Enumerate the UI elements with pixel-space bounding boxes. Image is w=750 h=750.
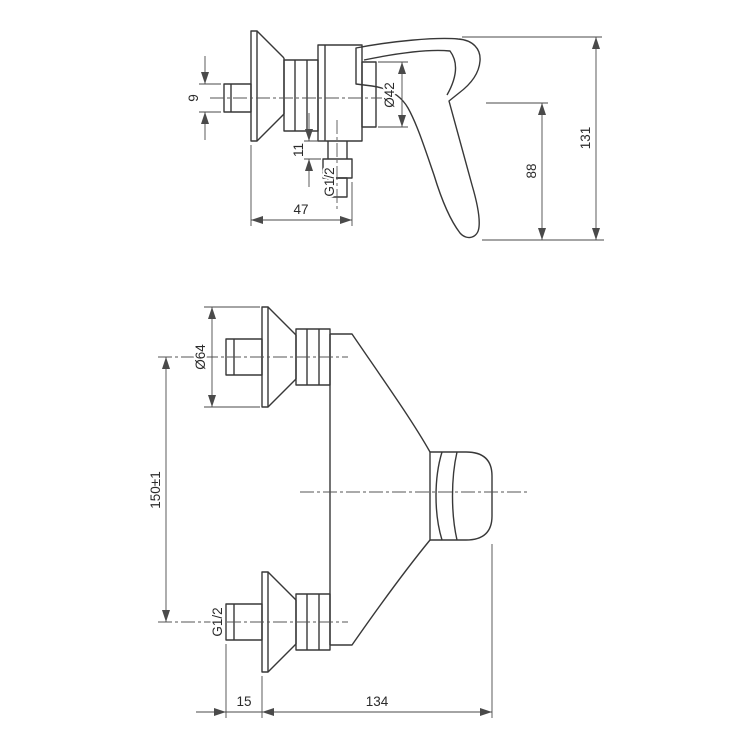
front-dimensions: Ø64 150±1 G1/2 15 134: [146, 306, 493, 718]
valve-body: [317, 44, 377, 142]
dim-nipple-offset-label: 15: [236, 694, 251, 709]
side-view: 9 Ø42 11 G1/2 47 88: [184, 30, 604, 241]
mixer-body-front: [329, 333, 493, 646]
dim-handle-height-label: 88: [524, 163, 539, 178]
side-dimensions: 9 Ø42 11 G1/2 47 88: [184, 36, 604, 241]
hex-nut: [283, 59, 319, 132]
dim-inlet-spacing-label: 150±1: [148, 471, 163, 508]
dim-cartridge-diameter-label: Ø42: [382, 82, 397, 108]
outlet-thread-label: G1/2: [322, 167, 337, 196]
dim-depth-label: 47: [293, 202, 308, 217]
bottom-outlet: [322, 141, 353, 198]
dim-overall-width-label: 134: [366, 694, 389, 709]
dim-nipple-label: 9: [186, 94, 201, 102]
dim-overall-height-label: 131: [578, 127, 593, 150]
inlet-thread-label: G1/2: [210, 607, 225, 636]
front-centerlines: [158, 356, 530, 623]
dim-neck-label: 11: [291, 143, 306, 157]
side-centerlines: [210, 97, 388, 212]
dim-flange-diameter-label: Ø64: [193, 344, 208, 370]
front-view: Ø64 150±1 G1/2 15 134: [146, 306, 530, 718]
escutcheon-cone: [250, 30, 285, 142]
handle-lever: [355, 37, 481, 239]
